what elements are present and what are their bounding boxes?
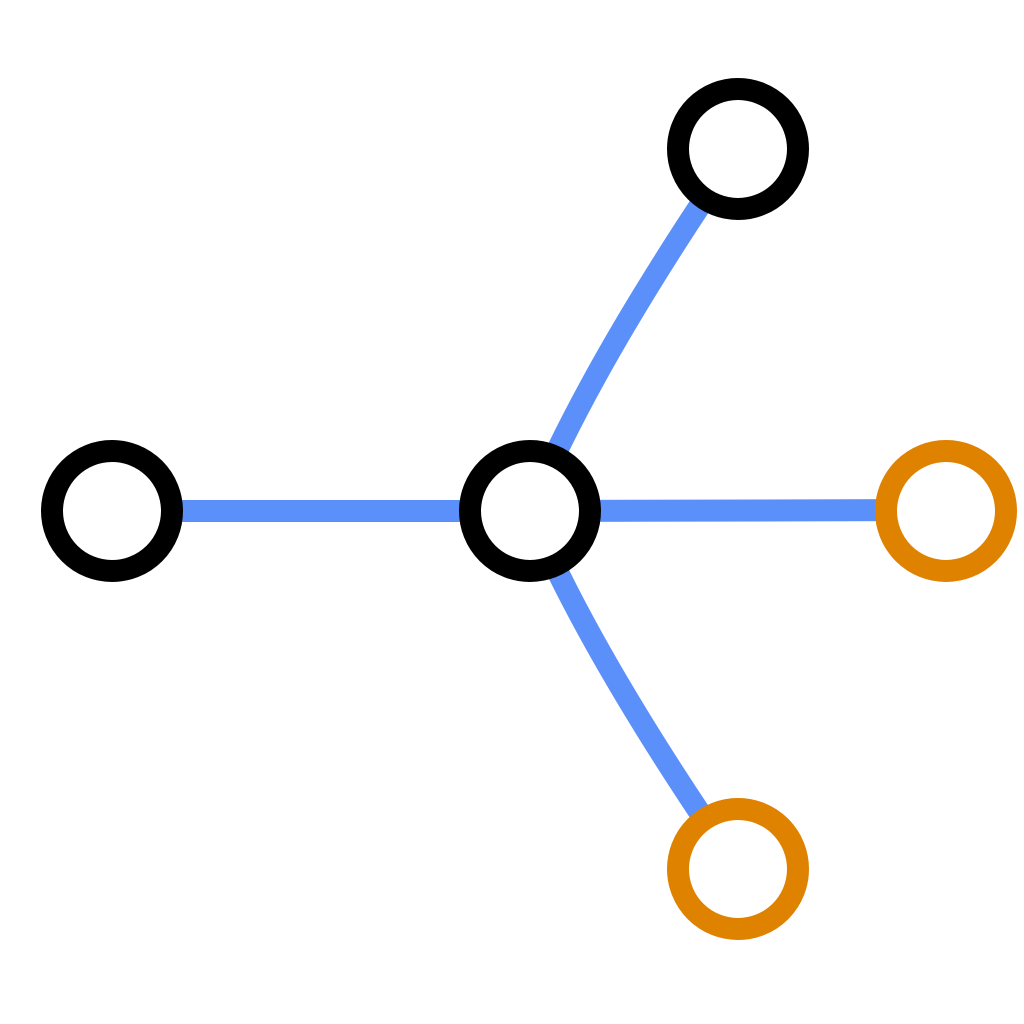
node-bottom[interactable]	[667, 798, 809, 940]
node-left[interactable]	[41, 440, 183, 582]
nodes-layer	[41, 78, 1017, 940]
node-top[interactable]	[667, 78, 809, 220]
node-hub[interactable]	[459, 440, 601, 582]
node-right[interactable]	[875, 440, 1017, 582]
